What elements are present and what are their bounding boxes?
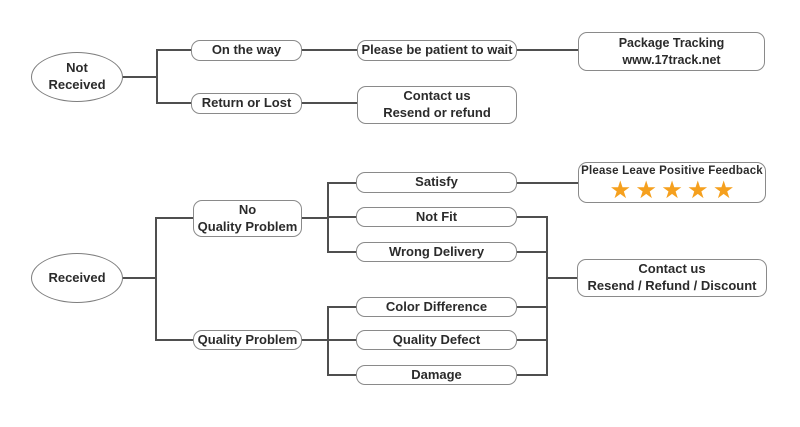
connector-line [327, 306, 357, 308]
connector-line [302, 102, 357, 104]
connector-line [517, 216, 548, 218]
node-received: Received [31, 253, 123, 303]
connector-line [122, 277, 157, 279]
node-no-quality-problem: No Quality Problem [193, 200, 302, 237]
node-please-be-patient: Please be patient to wait [357, 40, 517, 61]
connector-line [302, 217, 329, 219]
node-satisfy: Satisfy [356, 172, 517, 193]
connector-line [546, 277, 578, 279]
connector-line [302, 339, 329, 341]
connector-line [327, 251, 357, 253]
feedback-label: Please Leave Positive Feedback [581, 164, 763, 177]
node-package-tracking: Package Tracking www.17track.net [578, 32, 765, 71]
node-quality-defect: Quality Defect [356, 330, 517, 350]
connector-line [517, 306, 548, 308]
node-color-difference: Color Difference [356, 297, 517, 317]
connector-line [546, 216, 548, 376]
connector-line [327, 182, 357, 184]
connector-line [517, 251, 548, 253]
node-not-fit: Not Fit [356, 207, 517, 227]
connector-line [122, 76, 157, 78]
node-on-the-way: On the way [191, 40, 302, 61]
connector-line [327, 339, 357, 341]
node-damage: Damage [356, 365, 517, 385]
five-star-rating-icon: ★★★★★ [610, 179, 741, 203]
node-return-or-lost: Return or Lost [191, 93, 302, 114]
connector-line [517, 182, 579, 184]
connector-line [302, 49, 357, 51]
connector-line [155, 339, 194, 341]
node-contact-resend-refund: Contact us Resend or refund [357, 86, 517, 124]
connector-line [156, 102, 192, 104]
node-contact-resend-refund-discount: Contact us Resend / Refund / Discount [577, 259, 767, 297]
connector-line [327, 216, 357, 218]
connector-line [327, 306, 329, 376]
connector-line [327, 374, 357, 376]
connector-line [155, 217, 157, 341]
connector-line [156, 49, 192, 51]
node-positive-feedback: Please Leave Positive Feedback ★★★★★ [578, 162, 766, 203]
node-wrong-delivery: Wrong Delivery [356, 242, 517, 262]
node-not-received: Not Received [31, 52, 123, 102]
connector-line [155, 217, 194, 219]
connector-line [156, 49, 158, 104]
connector-line [517, 339, 548, 341]
node-quality-problem: Quality Problem [193, 330, 302, 350]
connector-line [517, 374, 548, 376]
connector-line [517, 49, 579, 51]
